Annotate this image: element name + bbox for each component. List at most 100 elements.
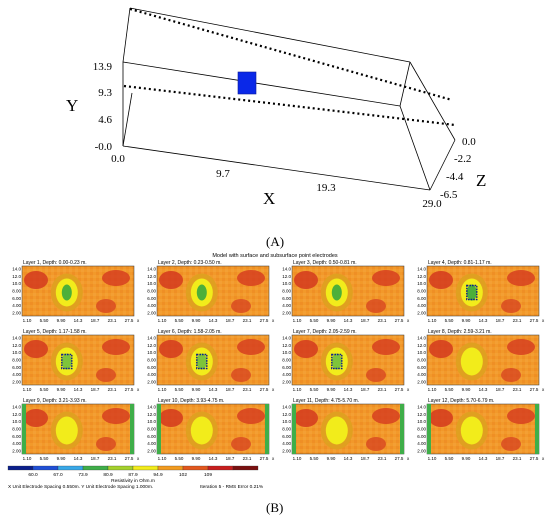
y-tick-label: 14.0 — [282, 336, 291, 341]
x-tick-label: 23.1 — [513, 456, 522, 461]
y-tick-label: 8.00 — [417, 289, 426, 294]
layer-label: Layer 8, Depth: 2.59-3.21 m. — [428, 329, 492, 335]
x-tick-label: 14.3 — [344, 456, 353, 461]
y-tick-label: 12.0 — [147, 274, 156, 279]
edge-zone — [535, 404, 539, 454]
y-tick-label: 8.00 — [282, 427, 291, 432]
anomaly-core — [61, 353, 72, 370]
x-tick-label: 18.7 — [226, 387, 235, 392]
layer-label: Layer 7, Depth: 2.05-2.59 m. — [293, 329, 357, 335]
y-tick-label: 10.0 — [12, 419, 21, 424]
y-tick-label: 6.00 — [147, 296, 156, 301]
x-tick-label: 23.1 — [378, 318, 387, 323]
x-tick-label: 27.5 — [260, 318, 269, 323]
y-tick-label: 10.0 — [12, 281, 21, 286]
x-tick-label: 23.1 — [108, 456, 117, 461]
edge-zone — [265, 404, 269, 454]
x-tick-label: 5.50 — [40, 318, 49, 323]
y-tick-label: 2.00 — [147, 380, 156, 385]
y-tick-label: 12.0 — [282, 412, 291, 417]
y-tick-label: 12.0 — [417, 343, 426, 348]
high-resistivity-zone — [294, 271, 318, 289]
x-axis-letter: x — [542, 318, 545, 323]
layer-label: Layer 1, Depth: 0.00-0.23 m. — [23, 260, 87, 266]
z-tick: -6.5 — [440, 189, 458, 201]
x-tick-label: 23.1 — [243, 318, 252, 323]
high-resistivity-zone — [501, 368, 521, 382]
x-tick-label: 9.90 — [327, 387, 336, 392]
y-tick-label: 8.00 — [282, 289, 291, 294]
layer-panel: Layer 11, Depth: 4.75-5.70 m.14.012.010.… — [282, 398, 410, 461]
high-resistivity-zone — [366, 299, 386, 313]
y-tick-label: 10.0 — [282, 281, 291, 286]
y-tick-label: 2.00 — [282, 311, 291, 316]
y-tick: 13.9 — [93, 61, 113, 73]
x-tick-label: 1.10 — [23, 456, 32, 461]
edge-zone — [292, 404, 296, 454]
x-axis-letter: x — [407, 456, 410, 461]
y-tick-label: 10.0 — [147, 419, 156, 424]
high-resistivity-zone — [429, 340, 453, 358]
x-tick-label: 14.3 — [479, 456, 488, 461]
x-tick-label: 1.10 — [293, 456, 302, 461]
x-tick-label: 27.5 — [125, 456, 134, 461]
anomaly-core — [466, 284, 477, 301]
y-tick-label: 8.00 — [147, 289, 156, 294]
legend-swatch — [157, 465, 184, 471]
y-tick-label: 6.00 — [12, 365, 21, 370]
x-tick-label: 27.5 — [125, 318, 134, 323]
layer-label: Layer 6, Depth: 1.58-2.05 m. — [158, 329, 222, 335]
y-tick-label: 12.0 — [12, 274, 21, 279]
legend-swatch — [132, 465, 159, 471]
y-tick-label: 14.0 — [282, 267, 291, 272]
y-tick-label: 2.00 — [282, 380, 291, 385]
layer-panel: Layer 5, Depth: 1.17-1.58 m.14.012.010.0… — [12, 329, 140, 392]
high-resistivity-zone — [501, 299, 521, 313]
x-tick-label: 5.50 — [445, 387, 454, 392]
layer-label: Layer 12, Depth: 5.70-6.79 m. — [428, 398, 494, 404]
x-axis-letter: x — [407, 318, 410, 323]
high-resistivity-zone — [237, 339, 265, 355]
target-outline — [331, 353, 343, 370]
x-tick-label: 9.90 — [57, 387, 66, 392]
y-tick-label: 6.00 — [282, 365, 291, 370]
x-tick-label: 14.3 — [74, 387, 83, 392]
y-tick-label: 6.00 — [282, 296, 291, 301]
x-axis-label: X — [263, 189, 275, 208]
z-tick: -2.2 — [454, 153, 471, 165]
edge-zone — [157, 404, 161, 454]
y-tick-label: 6.00 — [417, 434, 426, 439]
x-tick-label: 1.10 — [428, 387, 437, 392]
high-resistivity-zone — [237, 270, 265, 286]
layer-panel: Layer 2, Depth: 0.23-0.50 m.14.012.010.0… — [147, 260, 275, 323]
y-tick-label: 2.00 — [147, 449, 156, 454]
y-tick-label: 2.00 — [417, 449, 426, 454]
x-tick-label: 9.90 — [192, 318, 201, 323]
x-tick-label: 18.7 — [226, 318, 235, 323]
edge-zone — [130, 404, 134, 454]
x-tick-label: 9.90 — [57, 456, 66, 461]
buried-target — [237, 71, 257, 95]
high-resistivity-zone — [159, 409, 183, 427]
x-tick-label: 1.10 — [23, 318, 32, 323]
anomaly-ring — [190, 416, 213, 445]
x-tick-label: 9.90 — [327, 318, 336, 323]
x-tick-label: 27.5 — [395, 456, 404, 461]
y-tick-label: 6.00 — [147, 434, 156, 439]
x-tick-label: 23.1 — [243, 387, 252, 392]
y-tick: -0.0 — [95, 141, 113, 153]
high-resistivity-zone — [24, 340, 48, 358]
y-tick-label: 2.00 — [282, 449, 291, 454]
x-tick-label: 27.5 — [530, 387, 539, 392]
y-tick-label: 12.0 — [417, 274, 426, 279]
y-tick-label: 14.0 — [12, 336, 21, 341]
y-tick-label: 8.00 — [12, 289, 21, 294]
layer-label: Layer 9, Depth: 3.21-3.93 m. — [23, 398, 87, 404]
anomaly-core — [61, 284, 72, 301]
high-resistivity-zone — [24, 409, 48, 427]
layer-label: Layer 5, Depth: 1.17-1.58 m. — [23, 329, 87, 335]
x-axis-letter: x — [542, 387, 545, 392]
y-tick-label: 14.0 — [147, 267, 156, 272]
y-tick-label: 14.0 — [12, 405, 21, 410]
x-tick-label: 9.90 — [192, 387, 201, 392]
